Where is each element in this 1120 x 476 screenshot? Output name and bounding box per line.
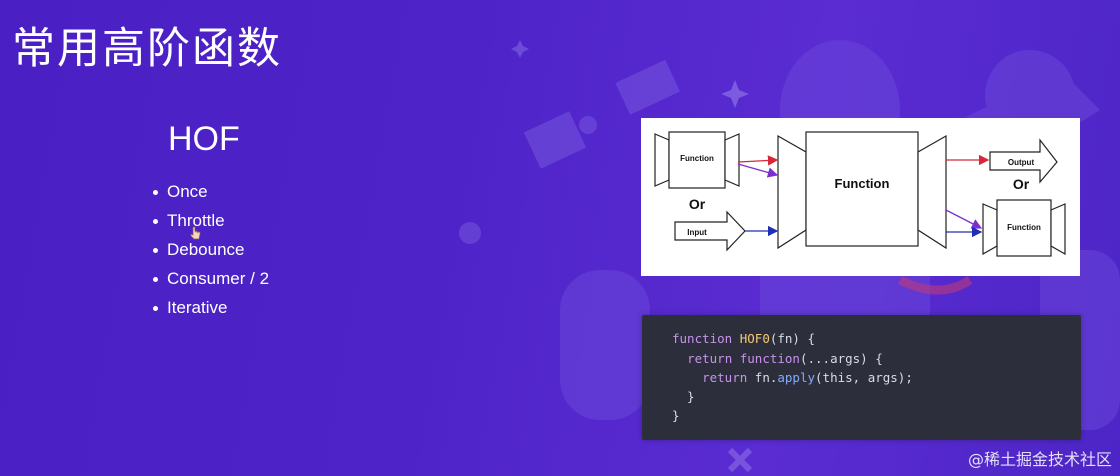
list-item-throttle: Throttle	[152, 209, 269, 238]
list-item-debounce: Debounce	[152, 238, 269, 267]
center-function-box	[805, 131, 919, 247]
arrow-purple-left	[737, 163, 779, 178]
code-line-4: }	[672, 389, 695, 404]
output-arrow	[989, 138, 1058, 184]
code-line-5: }	[672, 408, 680, 423]
output-label: Output	[1008, 158, 1035, 167]
right-funnel-in	[982, 203, 998, 256]
code-block: function HOF0(fn) { return function(...a…	[642, 315, 1081, 440]
center-funnel-out	[917, 134, 947, 250]
code-line-2: return function(...args) {	[687, 351, 883, 366]
input-arrow	[674, 210, 746, 252]
hof-list: Once Throttle Debounce Consumer / 2 Iter…	[152, 180, 269, 325]
or-right-label: Or	[1013, 176, 1030, 192]
list-item-consumer: Consumer / 2	[152, 267, 269, 296]
left-funnel-in	[654, 133, 670, 187]
hof-diagram: Function Or Input Function Output Or Fun…	[641, 118, 1080, 276]
left-funnel-out	[724, 133, 740, 187]
right-function-label: Function	[1007, 223, 1041, 232]
right-function-box	[996, 199, 1052, 257]
center-funnel-in	[777, 134, 807, 250]
center-function-label: Function	[835, 176, 890, 191]
arrow-red-left	[737, 155, 779, 166]
slide-title: 常用高阶函数	[12, 24, 282, 74]
or-left-label: Or	[689, 196, 706, 212]
left-function-label: Function	[680, 154, 714, 163]
code-line-1: function HOF0(fn) {	[672, 331, 816, 346]
section-heading: HOF	[168, 120, 240, 158]
right-funnel-out	[1050, 203, 1066, 256]
code-line-3: return fn.apply(this, args);	[702, 370, 913, 385]
input-label: Input	[687, 228, 707, 237]
list-item-iterative: Iterative	[152, 296, 269, 325]
mouse-pointer-icon	[190, 226, 201, 240]
left-function-box	[668, 131, 726, 189]
list-item-once: Once	[152, 180, 269, 209]
arrow-purple-right	[945, 209, 983, 229]
hof-diagram-svg: Function Or Input Function Output Or Fun…	[654, 131, 1066, 257]
watermark: @稀土掘金技术社区	[967, 450, 1112, 469]
